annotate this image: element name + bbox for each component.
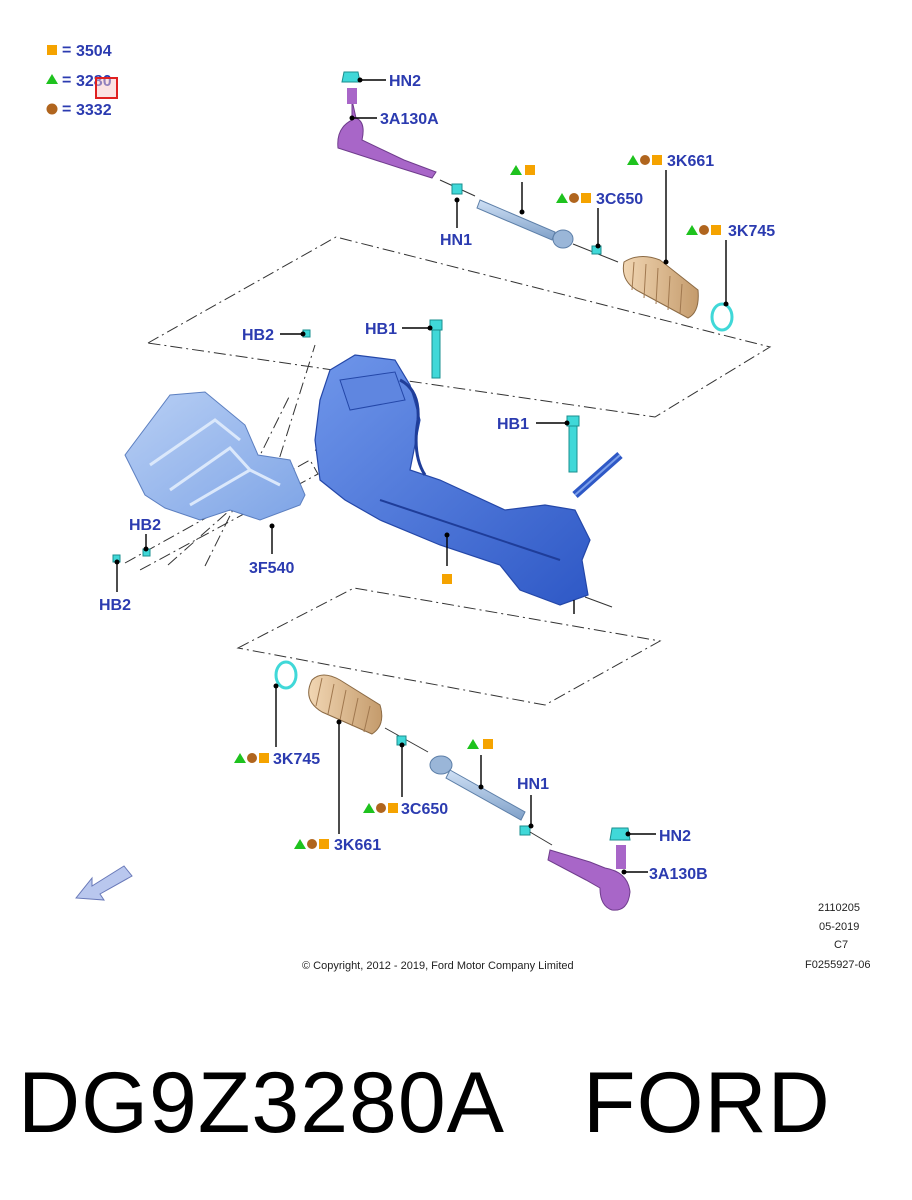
legend-equals-1: =: [62, 42, 71, 59]
legend: = 3504 = 3280 = 3332: [46, 42, 118, 119]
callout-hb1-upper: HB1: [365, 321, 397, 338]
callout-hn2-top: HN2: [389, 73, 421, 90]
lower-boot: [274, 660, 383, 735]
hb2-bottom-axis-line: [167, 509, 231, 566]
legend-code-3: 3332: [76, 102, 112, 119]
callout-3a130b: 3A130B: [649, 866, 708, 883]
symbols-upper-rod: [510, 165, 535, 175]
legend-square-icon: [47, 45, 57, 55]
legend-triangle-icon: [46, 74, 58, 84]
exploded-parts-diagram: = 3504 = 3280 = 3332: [46, 42, 870, 972]
brand-name: FORD: [583, 1055, 831, 1151]
symbols-3k745-bottom: [234, 753, 269, 763]
illustration-code-1: 2110205: [818, 902, 860, 914]
heat-shield: [124, 391, 306, 521]
bolt-hb1-lower: [566, 415, 580, 473]
symbol-gear-square: [442, 574, 452, 584]
steering-gear-assembly: [314, 354, 623, 608]
callout-hn1-bottom: HN1: [517, 776, 549, 793]
callout-3k661-top: 3K661: [667, 153, 714, 170]
upper-boot: [622, 256, 734, 332]
legend-equals-2: =: [62, 72, 71, 89]
part-number: DG9Z3280A: [18, 1055, 506, 1151]
leader-lines: [114, 77, 729, 875]
bolt-hb1-upper: [429, 319, 443, 379]
callout-hb2-top: HB2: [242, 327, 274, 344]
legend-circle-icon: [46, 103, 58, 115]
upper-tie-rod-end: [337, 71, 437, 179]
illustration-code-4: F0255927-06: [805, 959, 870, 971]
highlight-box: [95, 77, 118, 99]
lower-assembly-plane: [236, 587, 662, 706]
lower-tie-rod-end: [547, 827, 631, 911]
part-caption: DG9Z3280A FORD: [18, 1048, 898, 1158]
callout-3k661-bottom: 3K661: [334, 837, 381, 854]
callout-3c650-bottom: 3C650: [401, 801, 448, 818]
symbols-3c650-bottom: [363, 803, 398, 813]
callout-3k745-top: 3K745: [728, 223, 775, 240]
callout-3k745-bottom: 3K745: [273, 751, 320, 768]
upper-inner-tie-rod: [439, 179, 619, 263]
callout-3a130a: 3A130A: [380, 111, 439, 128]
illustration-code-3: C7: [834, 939, 848, 951]
symbols-3c650-top: [556, 193, 591, 203]
callout-3f540: 3F540: [249, 560, 294, 577]
callout-hb2-left: HB2: [129, 517, 161, 534]
upper-assembly-plane: [146, 236, 772, 418]
callout-3c650-top: 3C650: [596, 191, 643, 208]
callout-hn1-top: HN1: [440, 232, 472, 249]
legend-equals-3: =: [62, 101, 71, 118]
legend-code-1: 3504: [76, 43, 112, 60]
callout-hb2-bottom: HB2: [99, 597, 131, 614]
direction-arrow-icon: [75, 865, 133, 901]
symbols-3k661-top: [627, 155, 662, 165]
symbols-3k745-top: [686, 225, 721, 235]
illustration-date: 05-2019: [819, 921, 859, 933]
symbols-3k661-bottom: [294, 839, 329, 849]
callout-hn2-bottom: HN2: [659, 828, 691, 845]
callout-hb1-lower: HB1: [497, 416, 529, 433]
copyright-text: © Copyright, 2012 - 2019, Ford Motor Com…: [302, 960, 574, 972]
symbols-lower-rod: [467, 739, 493, 749]
